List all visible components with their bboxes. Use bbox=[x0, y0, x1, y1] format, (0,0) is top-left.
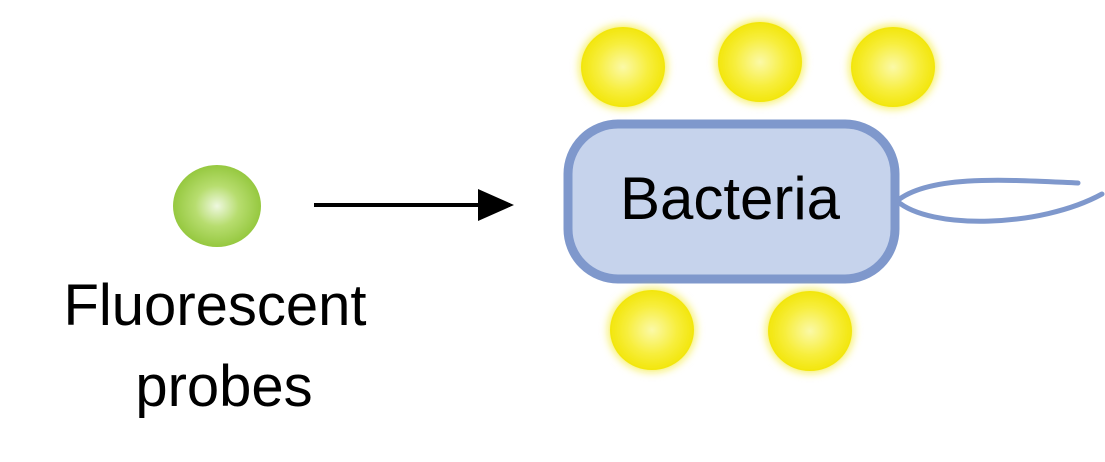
probe-label-line2: probes bbox=[135, 354, 312, 419]
bound-probe bbox=[581, 27, 665, 107]
fluorescent-probe bbox=[173, 165, 261, 247]
bound-probe bbox=[768, 291, 852, 371]
bacteria-cell: Bacteria bbox=[563, 119, 900, 284]
probe-circle bbox=[173, 165, 261, 247]
bacteria-label: Bacteria bbox=[620, 165, 841, 232]
bound-probe bbox=[610, 290, 694, 370]
flagellum bbox=[894, 177, 1105, 224]
bound-probes-top bbox=[581, 22, 935, 107]
bound-probe bbox=[718, 22, 802, 102]
probe-label-line1: Fluorescent bbox=[63, 273, 366, 338]
bacteria-body bbox=[563, 119, 900, 284]
bound-probe bbox=[851, 27, 935, 107]
bound-probes-bottom bbox=[610, 290, 852, 371]
